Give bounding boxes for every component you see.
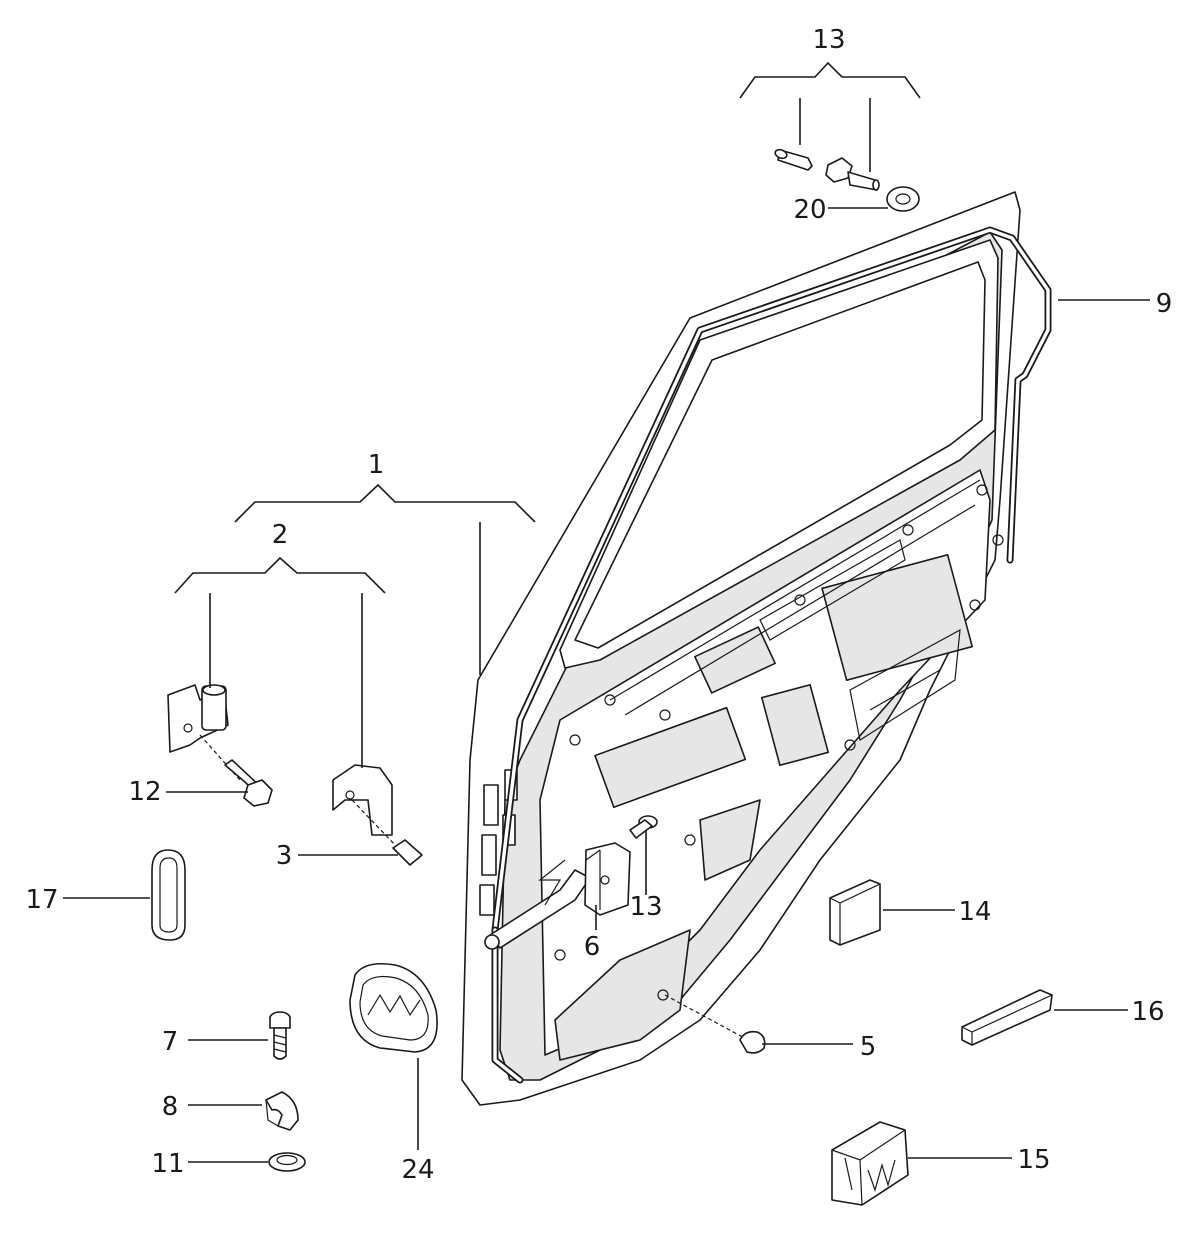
callout-13: 13 (629, 892, 662, 922)
callout-24: 24 (401, 1155, 434, 1185)
callout-8: 8 (162, 1092, 179, 1122)
trim-strip (961, 989, 1053, 1046)
callout-12: 12 (128, 777, 161, 807)
bracket (831, 1121, 909, 1206)
callout-9: 9 (1156, 289, 1173, 319)
callout-labels: 13 20 9 1 2 12 3 17 13 6 14 16 5 7 8 11 … (25, 25, 1172, 1185)
hinge-upper (167, 684, 229, 753)
hinge-lower (332, 764, 393, 836)
callout-7: 7 (162, 1027, 179, 1057)
hinge-bolt (199, 734, 273, 807)
callout-19: 13 (812, 25, 845, 55)
hinge-pin (351, 799, 423, 866)
callout-20: 20 (793, 195, 826, 225)
screw (269, 1011, 291, 1060)
callout-3: 3 (276, 841, 293, 871)
group-brackets (174, 61, 921, 768)
check-strap-bolt (629, 815, 658, 839)
door-seal (491, 226, 1052, 1084)
lock-ring (268, 1152, 306, 1172)
callout-16: 16 (1131, 997, 1164, 1027)
callout-1: 1 (368, 450, 385, 480)
callout-15: 15 (1017, 1145, 1050, 1175)
leader-lines (63, 207, 1150, 1163)
pad (829, 879, 881, 946)
speaker-cover (349, 962, 438, 1053)
clip (265, 1091, 299, 1131)
hinge-pin-kit (774, 148, 880, 191)
washer (886, 186, 920, 212)
callout-14: 14 (958, 897, 991, 927)
rubber-buffer (151, 849, 186, 941)
callout-11: 11 (151, 1149, 184, 1179)
door-shell (461, 191, 1021, 1106)
callout-5: 5 (860, 1032, 877, 1062)
door-check-strap (484, 842, 631, 950)
callout-6: 6 (584, 932, 601, 962)
plug (664, 994, 766, 1054)
callout-2: 2 (272, 520, 289, 550)
callout-17: 17 (25, 885, 58, 915)
